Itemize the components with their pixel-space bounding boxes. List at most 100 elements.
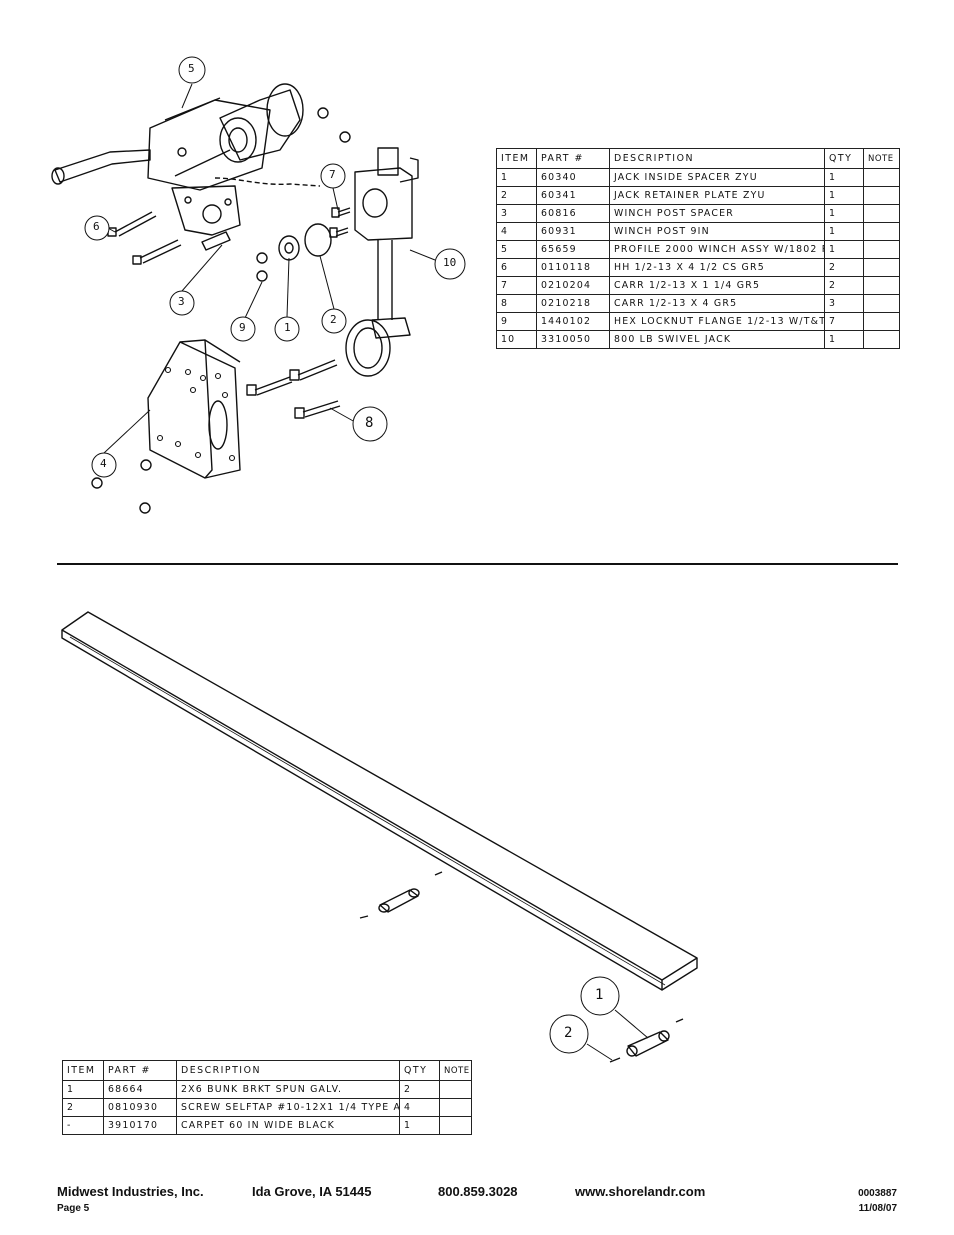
bolt-8b — [297, 359, 338, 381]
cell-qty: 1 — [399, 1116, 440, 1135]
cell-description: CARR 1/2-13 X 1 1/4 GR5 — [609, 276, 825, 295]
winch-body — [147, 99, 271, 191]
callout-10: 10 — [443, 256, 457, 269]
cell-note — [863, 312, 900, 331]
cell-part: 3310050 — [536, 330, 610, 349]
cell-note — [863, 186, 900, 205]
cell-note — [439, 1116, 472, 1135]
col-description: DESCRIPTION — [609, 148, 825, 169]
cell-qty: 2 — [824, 258, 864, 277]
col-item: ITEM — [62, 1060, 104, 1081]
winch-bracket — [171, 185, 241, 236]
footer-page: Page 5 — [57, 1203, 90, 1214]
cell-description: 2X6 BUNK BRKT SPUN GALV. — [176, 1080, 400, 1099]
cell-item: 9 — [496, 312, 537, 331]
cell-item: 10 — [496, 330, 537, 349]
callout-3: 3 — [178, 295, 185, 308]
cell-part: 0210218 — [536, 294, 610, 313]
callout-1: 1 — [284, 321, 291, 334]
cell-description: HEX LOCKNUT FLANGE 1/2-13 W/T&T — [609, 312, 825, 331]
cell-item: - — [62, 1116, 104, 1135]
section-divider — [57, 563, 898, 565]
cell-part: 65659 — [536, 240, 610, 259]
col-part: PART # — [536, 148, 610, 169]
cell-part: 0810930 — [103, 1098, 177, 1117]
cell-qty: 4 — [399, 1098, 440, 1117]
cell-part: 1440102 — [536, 312, 610, 331]
callout-4: 4 — [100, 457, 107, 470]
bolt-8a — [254, 376, 293, 396]
nut-bottom-1 — [140, 459, 152, 471]
footer-website[interactable]: www.shorelandr.com — [575, 1184, 706, 1199]
col-part: PART # — [103, 1060, 177, 1081]
col-note: NOTE — [439, 1060, 472, 1081]
table-header-row: ITEM PART # DESCRIPTION QTY NOTE — [496, 148, 900, 169]
callout-7: 7 — [329, 168, 336, 181]
cell-qty: 2 — [824, 276, 864, 295]
cell-qty: 1 — [824, 168, 864, 187]
footer-city: Ida Grove, IA 51445 — [252, 1184, 372, 1199]
cell-description: JACK RETAINER PLATE ZYU — [609, 186, 825, 205]
nut-bottom-3 — [139, 502, 151, 514]
cell-description: HH 1/2-13 X 4 1/2 CS GR5 — [609, 258, 825, 277]
footer-date: 11/08/07 — [858, 1203, 897, 1214]
cell-part: 0110118 — [536, 258, 610, 277]
bunk-bracket-center — [379, 889, 419, 913]
nut-bottom-2 — [91, 477, 103, 489]
cell-qty: 1 — [824, 330, 864, 349]
cell-description: PROFILE 2000 WINCH ASSY W/1802 PARTS — [609, 240, 825, 259]
col-qty: QTY — [399, 1060, 440, 1081]
winch-chain — [214, 177, 321, 187]
cell-qty: 1 — [824, 222, 864, 241]
bunk-board — [61, 611, 698, 981]
bolt-6 — [114, 211, 153, 233]
nut-top-2 — [339, 131, 351, 143]
cell-note — [863, 168, 900, 187]
cell-description: JACK INSIDE SPACER ZYU — [609, 168, 825, 187]
cell-note — [863, 276, 900, 295]
cell-part: 60340 — [536, 168, 610, 187]
cell-part: 0210204 — [536, 276, 610, 295]
winch-post-plate — [147, 341, 241, 479]
bolt-8c — [302, 400, 341, 418]
cell-part: 60931 — [536, 222, 610, 241]
cell-part: 60816 — [536, 204, 610, 223]
bunk-board-diagram — [61, 611, 698, 1063]
cell-description: SCREW SELFTAP #10-12X1 1/4 TYPE A — [176, 1098, 400, 1117]
cell-note — [863, 204, 900, 223]
cell-qty: 2 — [399, 1080, 440, 1099]
cell-part: 60341 — [536, 186, 610, 205]
cell-item: 7 — [496, 276, 537, 295]
winch-handle — [54, 149, 151, 183]
winch-post-exploded-diagram — [51, 56, 466, 514]
cell-description: 800 LB SWIVEL JACK — [609, 330, 825, 349]
screw-callout-2 — [675, 1018, 684, 1023]
cell-item: 3 — [496, 204, 537, 223]
bolt-7b — [335, 227, 349, 237]
footer-phone: 800.859.3028 — [438, 1184, 518, 1199]
callout-9: 9 — [239, 321, 246, 334]
callout-8: 8 — [365, 415, 374, 431]
callout-5: 5 — [188, 62, 195, 75]
screw-center-2 — [434, 871, 443, 876]
cell-description: CARR 1/2-13 X 4 GR5 — [609, 294, 825, 313]
col-description: DESCRIPTION — [176, 1060, 400, 1081]
cell-note — [863, 294, 900, 313]
cell-note — [863, 330, 900, 349]
spacer-3 — [201, 231, 231, 251]
cell-qty: 3 — [824, 294, 864, 313]
cell-description: WINCH POST SPACER — [609, 204, 825, 223]
jack-retainer-plate — [304, 223, 332, 257]
